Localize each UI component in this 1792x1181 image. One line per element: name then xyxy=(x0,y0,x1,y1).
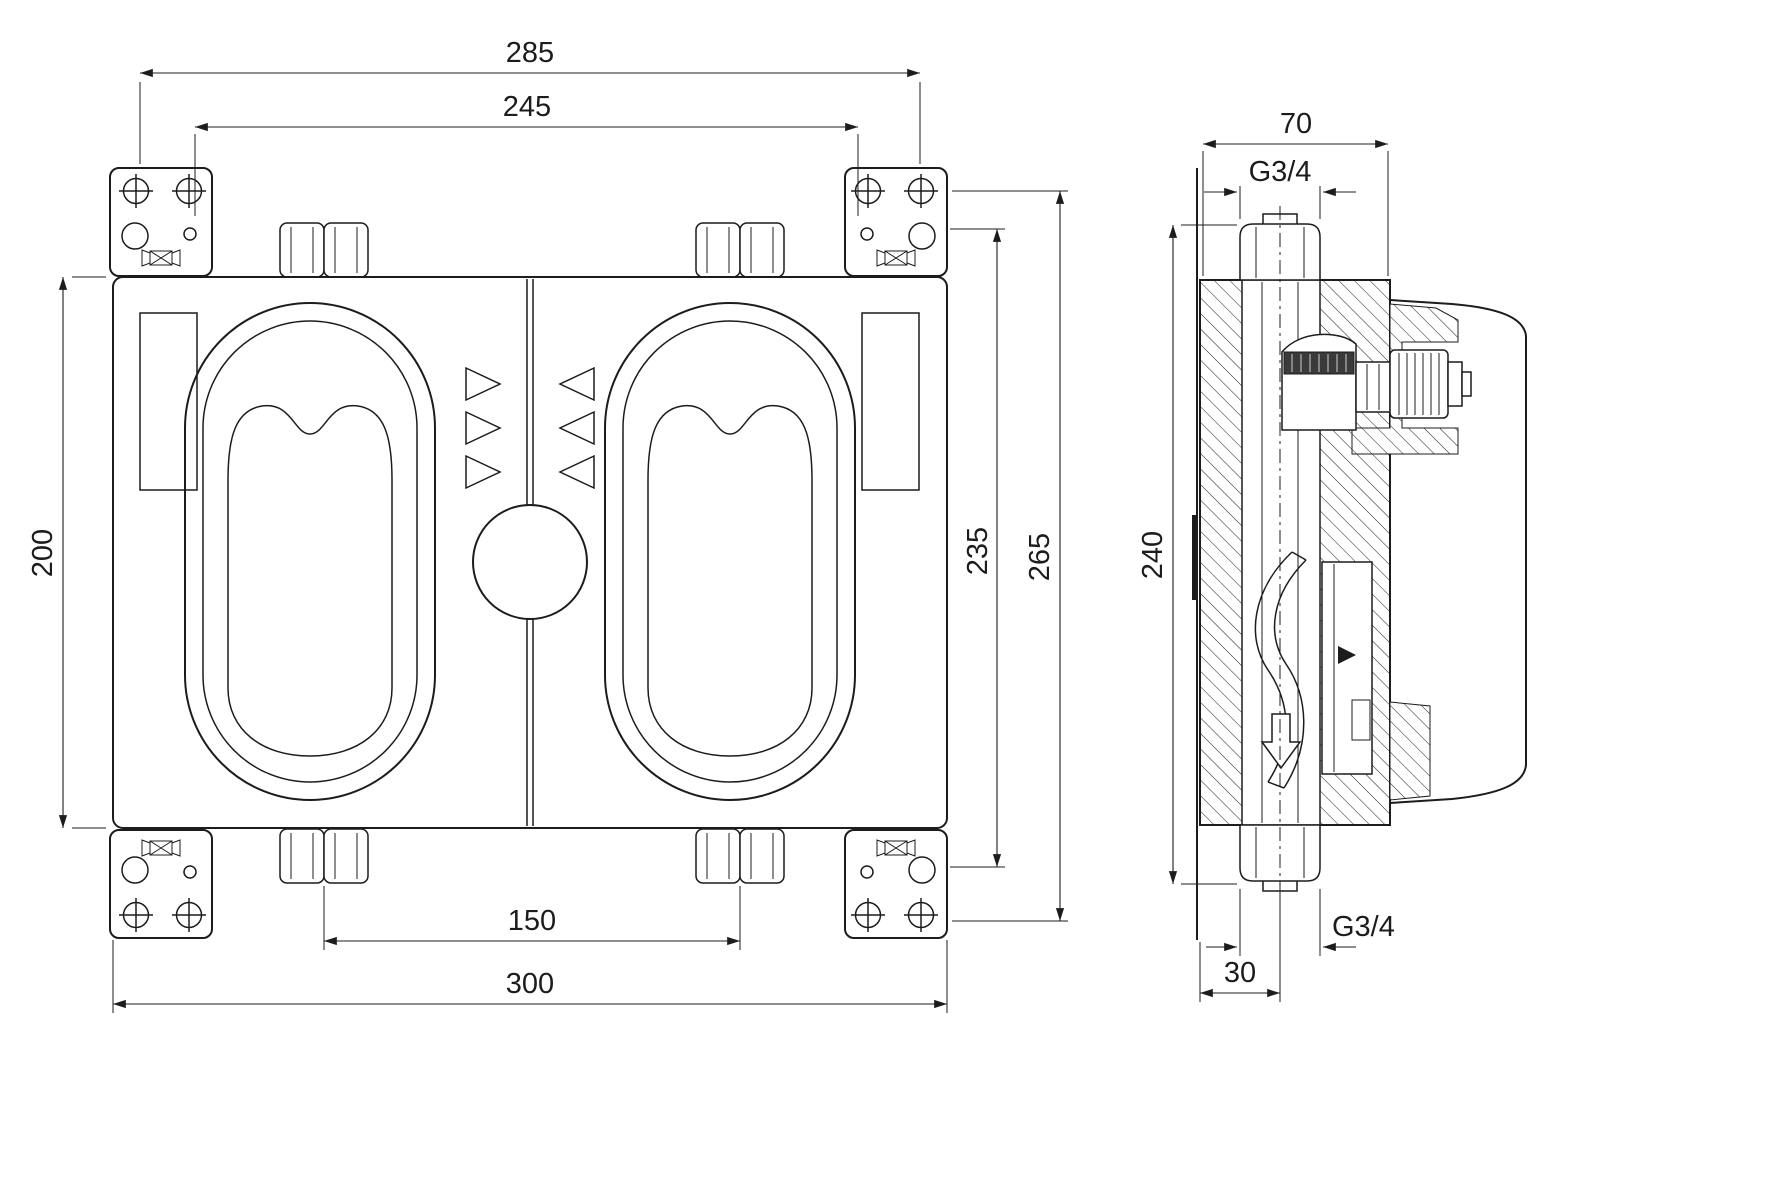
union-nut-top-right xyxy=(695,222,785,278)
side-view xyxy=(1192,168,1527,940)
dim-label-200: 200 xyxy=(27,529,59,577)
dim-label-285: 285 xyxy=(506,37,554,69)
side-tab-right xyxy=(861,312,920,491)
handle-escutcheon xyxy=(1321,561,1373,775)
union-nut-bottom-right xyxy=(695,828,785,884)
dim-width-300: 300 xyxy=(112,940,948,1013)
dim-label-g34-bottom: G3/4 xyxy=(1332,911,1395,943)
side-tab-left xyxy=(139,312,198,491)
thermostat-cartridge xyxy=(1281,333,1472,431)
dim-width-245: 245 xyxy=(194,91,859,216)
dim-label-150: 150 xyxy=(508,905,556,937)
cartridge-stem xyxy=(1355,361,1391,413)
dim-label-70: 70 xyxy=(1280,108,1312,140)
right-valve-port xyxy=(604,302,856,801)
dim-height-200: 200 xyxy=(27,276,106,829)
dim-label-30: 30 xyxy=(1224,957,1256,989)
center-boss xyxy=(472,504,588,620)
dim-label-265: 265 xyxy=(1024,533,1056,581)
dim-label-g34-top: G3/4 xyxy=(1249,156,1312,188)
dim-label-245: 245 xyxy=(503,91,551,123)
cartridge-seat-section xyxy=(1351,303,1459,455)
dim-label-300: 300 xyxy=(506,968,554,1000)
handle-lever xyxy=(1254,551,1373,789)
dim-thread-top-g34: G3/4 xyxy=(1204,156,1356,219)
housing-profile xyxy=(1389,299,1527,804)
dim-depth-70: 70 xyxy=(1202,108,1389,276)
wall-clip xyxy=(1192,515,1198,600)
dim-height-240: 240 xyxy=(1137,224,1237,885)
dim-height-235: 235 xyxy=(950,228,1005,868)
front-view xyxy=(109,167,948,939)
union-nut-bottom-left xyxy=(279,828,369,884)
dim-label-235: 235 xyxy=(962,527,994,575)
mounting-bracket-bottom-left xyxy=(109,829,213,939)
dim-thread-bottom-g34: G3/4 xyxy=(1206,889,1395,956)
dim-spacing-150: 150 xyxy=(323,886,741,950)
left-valve-port xyxy=(184,302,436,801)
dim-offset-30: 30 xyxy=(1199,895,1281,1002)
flow-arrow-icon xyxy=(1338,646,1356,664)
dimension-annotations: 285 245 200 235 265 xyxy=(27,37,1395,1013)
flow-direction-marks xyxy=(465,366,595,490)
dim-label-240: 240 xyxy=(1137,531,1169,579)
dim-width-285: 285 xyxy=(139,37,921,164)
lower-seat-section xyxy=(1389,701,1431,801)
mounting-bracket-bottom-right xyxy=(844,829,948,939)
down-arrow-icon xyxy=(1260,713,1302,770)
dim-height-265: 265 xyxy=(952,190,1068,922)
union-nut-top-left xyxy=(279,222,369,278)
mounting-bracket-top-right xyxy=(844,167,948,277)
mounting-bracket-top-left xyxy=(109,167,213,277)
